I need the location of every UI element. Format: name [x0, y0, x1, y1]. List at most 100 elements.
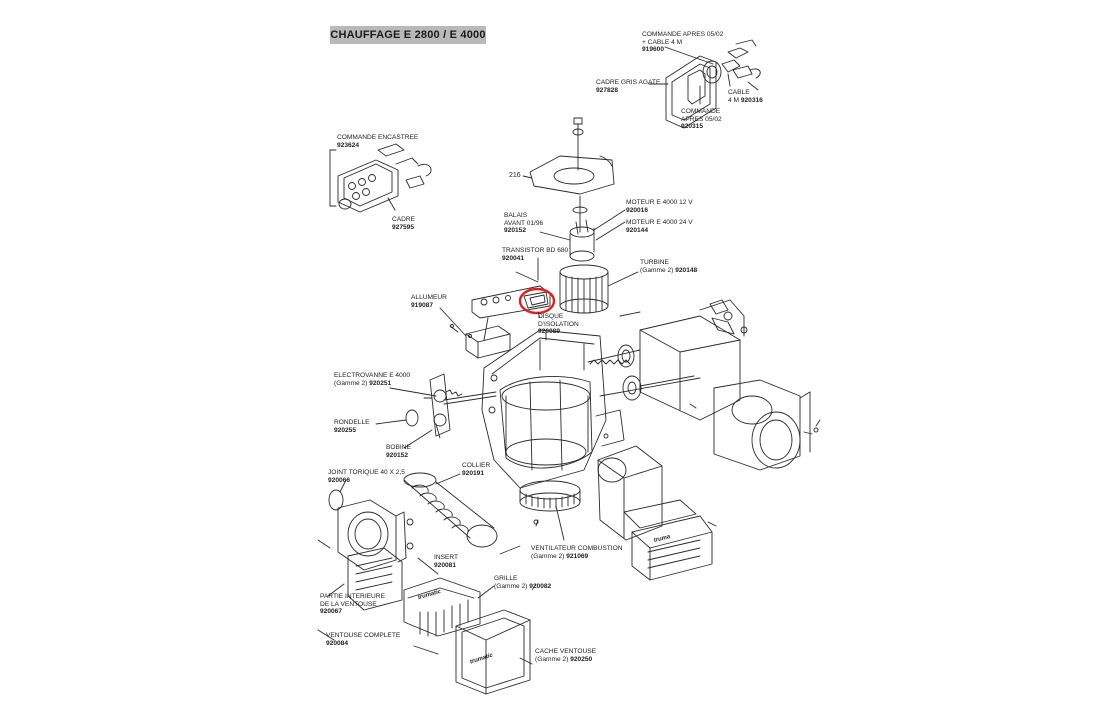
label-line: GRILLE: [494, 575, 518, 582]
label-balais: BALAIS AVANT 01/96 920152: [504, 212, 543, 235]
label-line: VENTILATEUR COMBUSTION: [531, 545, 623, 552]
label-ref: 920316: [740, 96, 763, 104]
label-line: DISQUE: [538, 313, 564, 320]
transistor-pcb-drawing: [471, 257, 551, 341]
diagram-title: CHAUFFAGE E 2800 / E 4000: [330, 26, 486, 44]
label-ref: 919600: [642, 46, 665, 54]
label-line: 4 M 920316: [728, 97, 763, 105]
label-line: COMMANDE ENCASTREE: [337, 134, 419, 141]
label-line: COLLIER: [462, 462, 491, 469]
label-ref: 920089: [538, 328, 561, 336]
label-ref: 920084: [326, 639, 349, 647]
label-ref: 921069: [566, 552, 589, 560]
cache-ventouse-drawing: [455, 609, 533, 695]
exchanger-drawing: [619, 299, 813, 471]
allumeur-drawing: [439, 307, 511, 359]
label-ref: 920041: [502, 254, 525, 262]
outlet-housing-drawing: [597, 445, 717, 581]
electrovanne-drawing: [375, 373, 497, 449]
label-line: INSERT: [434, 554, 459, 561]
label-ref: 920067: [320, 608, 343, 616]
label-allumeur: ALLUMEUR 919087: [411, 294, 447, 309]
label-cadre: CADRE 927595: [392, 216, 415, 231]
label-line-part: (Gamme 2): [531, 552, 565, 560]
commande-apres-drawing: [648, 39, 761, 129]
label-ref: 920251: [369, 379, 392, 387]
label-bobine: BOBINE 920152: [386, 444, 411, 459]
label-electrovanne: ELECTROVANNE E 4000 (Gamme 2) 920251: [334, 372, 410, 387]
label-rondelle: RONDELLE 920255: [334, 419, 370, 434]
label-cadre-gris: CADRE GRIS AGATE 927828: [596, 79, 660, 94]
screws-drawing: [450, 324, 821, 525]
label-line: CADRE: [392, 216, 416, 223]
label-line: JOINT TORIQUE 40 X 2,5: [328, 469, 405, 476]
label-line-part: (Gamme 2): [494, 582, 528, 590]
label-ref: 927828: [596, 86, 619, 94]
label-ref: 920191: [462, 469, 485, 477]
label-line-with-ref: (Gamme 2) 920082: [494, 583, 551, 591]
commande-encastree-drawing: [329, 143, 432, 213]
label-line-part: (Gamme 2): [334, 379, 368, 387]
label-ref: 920255: [334, 426, 357, 434]
label-line: D'ISOLATION: [538, 320, 579, 328]
label-ref: 920250: [570, 655, 593, 663]
label-line: APRES 05/02: [681, 115, 722, 123]
label-line: MOTEUR E 4000 24 V: [626, 219, 693, 226]
label-line: ALLUMEUR: [411, 294, 447, 301]
label-line: PARTIE INTERIEURE: [320, 593, 385, 600]
label-ref: 920144: [626, 226, 649, 234]
label-ref: 927595: [392, 223, 415, 231]
label-turbine: TURBINE (Gamme 2) 920148: [640, 259, 697, 274]
label-line-with-ref: (Gamme 2) 921069: [531, 553, 622, 561]
main-housing-drawing: [481, 329, 625, 489]
label-moteur-24v: MOTEUR E 4000 24 V 920144: [626, 219, 693, 234]
label-ref: 923624: [337, 141, 360, 149]
label-commande-apres: COMMANDE APRES 05/02 + CABLE 4 M 919600: [642, 31, 723, 54]
label-line: ELECTROVANNE E 4000: [334, 372, 411, 379]
label-line-with-ref: (Gamme 2) 920250: [535, 656, 596, 664]
label-line-part: 4 M: [728, 96, 739, 104]
label-ref: 920081: [434, 561, 457, 569]
label-line-with-ref: (Gamme 2) 920251: [334, 380, 410, 388]
collier-hose-drawing: [403, 472, 498, 548]
label-transistor: TRANSISTOR BD 680 920041: [502, 247, 568, 262]
label-ref: 920152: [504, 227, 527, 235]
label-216: 216: [509, 172, 521, 179]
label-line: RONDELLE: [334, 419, 370, 426]
highlight-circle: [518, 287, 556, 315]
label-line: BOBINE: [386, 444, 411, 451]
label-line: CABLE: [728, 89, 750, 96]
label-line: COMMANDE: [681, 108, 721, 115]
label-joint: JOINT TORIQUE 40 X 2,5 920066: [328, 469, 405, 484]
label-line: TURBINE: [640, 259, 669, 266]
top-cap-drawing: [522, 117, 615, 233]
label-line: MOTEUR E 4000 12 V: [626, 199, 693, 206]
label-insert: INSERT 920081: [434, 554, 458, 569]
ventilateur-drawing: [519, 480, 581, 541]
label-ref: 920066: [328, 476, 351, 484]
label-line: COMMANDE APRES 05/02: [642, 31, 724, 38]
label-line: TRANSISTOR BD 680: [502, 247, 569, 254]
label-line: CADRE GRIS AGATE: [596, 79, 661, 86]
moteur-drawing: [539, 209, 626, 262]
label-cable: CABLE 4 M 920316: [728, 89, 763, 104]
label-line: + CABLE 4 M: [642, 38, 683, 46]
turbine-drawing: [559, 264, 639, 314]
label-ref: 920315: [681, 123, 704, 131]
label-moteur-12v: MOTEUR E 4000 12 V 920016: [626, 199, 693, 214]
label-commande-apres-2: COMMANDE APRES 05/02 920315: [681, 108, 722, 131]
label-line: VENTOUSE COMPLETE: [326, 632, 401, 639]
label-ref: 920152: [386, 451, 409, 459]
label-line: CACHE VENTOUSE: [535, 648, 597, 655]
label-commande-encastree: COMMANDE ENCASTREE 923624: [337, 134, 418, 149]
label-line: AVANT 01/96: [504, 219, 544, 227]
label-grille: GRILLE (Gamme 2) 920082: [494, 575, 551, 590]
label-line-part: (Gamme 2): [640, 266, 674, 274]
grille-drawing: [403, 557, 495, 655]
label-partie-interieure: PARTIE INTERIEURE DE LA VENTOUSE 920067: [320, 593, 385, 616]
label-line: DE LA VENTOUSE: [320, 600, 377, 608]
label-ref: 920082: [529, 582, 552, 590]
label-ref: 920148: [675, 266, 698, 274]
